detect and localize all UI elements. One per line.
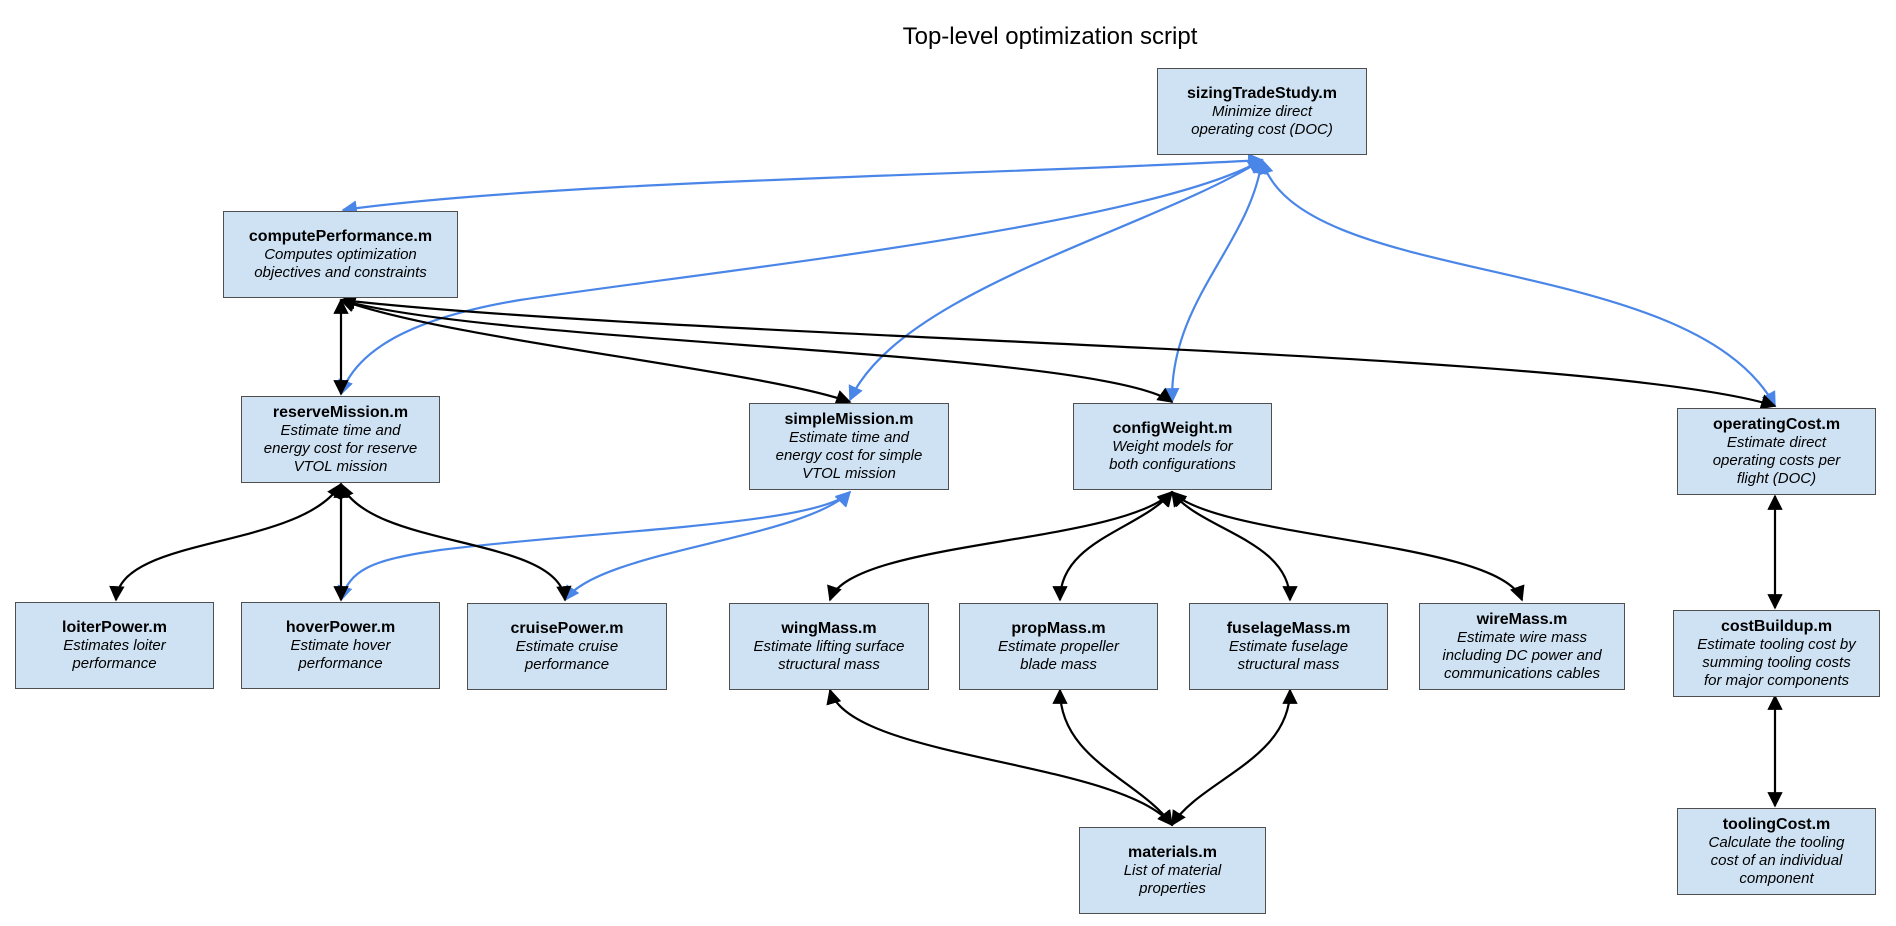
edge-sizing-simplemission bbox=[848, 159, 1264, 402]
node-propmass-desc-1: Estimate propeller bbox=[998, 637, 1119, 655]
node-fuselagemass: fuselageMass.m Estimate fuselage structu… bbox=[1189, 603, 1388, 690]
node-toolingcost-desc-1: Calculate the tooling bbox=[1708, 833, 1845, 851]
node-wiremass-desc-1: Estimate wire mass bbox=[1456, 628, 1588, 646]
node-simplemission-desc-3: VTOL mission bbox=[802, 464, 896, 482]
node-hoverpower-name: hoverPower.m bbox=[285, 618, 396, 636]
node-operatingcost-desc-1: Estimate direct bbox=[1726, 433, 1827, 451]
node-cruisepower-name: cruisePower.m bbox=[510, 619, 624, 637]
node-loiterpower: loiterPower.m Estimates loiter performan… bbox=[15, 602, 214, 689]
node-cruisepower-desc-2: performance bbox=[524, 655, 610, 673]
node-cruisepower-desc-1: Estimate cruise bbox=[515, 637, 619, 655]
node-fuselagemass-name: fuselageMass.m bbox=[1226, 619, 1351, 637]
edge-sizing-configweight bbox=[1164, 158, 1268, 404]
node-configweight-name: configWeight.m bbox=[1112, 419, 1233, 437]
edge-sizing-computeperformance bbox=[341, 153, 1264, 216]
node-wiremass-name: wireMass.m bbox=[1476, 610, 1568, 628]
node-toolingcost: toolingCost.m Calculate the tooling cost… bbox=[1677, 808, 1876, 895]
node-loiterpower-name: loiterPower.m bbox=[62, 618, 167, 636]
node-costbuildup: costBuildup.m Estimate tooling cost by s… bbox=[1673, 610, 1880, 697]
node-propmass: propMass.m Estimate propeller blade mass bbox=[959, 603, 1158, 690]
node-sizingtradestudy-desc-1: Minimize direct bbox=[1211, 102, 1313, 120]
node-sizingtradestudy-desc-2: operating cost (DOC) bbox=[1191, 120, 1333, 138]
node-hoverpower: hoverPower.m Estimate hover performance bbox=[241, 602, 440, 689]
node-reservemission-name: reserveMission.m bbox=[272, 403, 409, 421]
node-toolingcost-name: toolingCost.m bbox=[1722, 815, 1831, 833]
node-materials-desc-1: List of material bbox=[1123, 861, 1222, 879]
edge-sizing-operatingcost bbox=[1258, 158, 1776, 408]
node-simplemission-desc-2: energy cost for simple bbox=[775, 446, 923, 464]
node-sizingtradestudy: sizingTradeStudy.m Minimize direct opera… bbox=[1157, 68, 1367, 155]
node-fuselagemass-desc-2: structural mass bbox=[1237, 655, 1340, 673]
edge-materials-fuselagemass bbox=[1171, 688, 1298, 827]
node-wiremass: wireMass.m Estimate wire mass including … bbox=[1419, 603, 1625, 690]
node-loiterpower-desc-2: performance bbox=[72, 654, 157, 672]
node-fuselagemass-desc-1: Estimate fuselage bbox=[1228, 637, 1349, 655]
node-reservemission-desc-1: Estimate time and bbox=[280, 421, 401, 439]
edge-computeperformance-operatingcost bbox=[339, 293, 1777, 410]
node-materials-desc-2: properties bbox=[1139, 879, 1206, 897]
node-wingmass-desc-1: Estimate lifting surface bbox=[753, 637, 905, 655]
node-wingmass: wingMass.m Estimate lifting surface stru… bbox=[729, 603, 929, 690]
node-configweight: configWeight.m Weight models for both co… bbox=[1073, 403, 1272, 490]
edge-reservemission-loiterpower bbox=[109, 482, 342, 602]
node-costbuildup-name: costBuildup.m bbox=[1720, 617, 1833, 635]
diagram-title: Top-level optimization script bbox=[902, 23, 1198, 50]
node-toolingcost-desc-3: component bbox=[1739, 869, 1814, 887]
node-materials: materials.m List of material properties bbox=[1079, 827, 1266, 914]
node-reservemission-desc-2: energy cost for reserve bbox=[263, 439, 418, 457]
node-wingmass-desc-2: structural mass bbox=[778, 655, 880, 673]
node-configweight-desc-1: Weight models for bbox=[1112, 437, 1233, 455]
node-simplemission-desc-1: Estimate time and bbox=[788, 428, 910, 446]
node-operatingcost: operatingCost.m Estimate direct operatin… bbox=[1677, 408, 1876, 495]
node-operatingcost-desc-3: flight (DOC) bbox=[1736, 469, 1817, 487]
node-configweight-desc-2: both configurations bbox=[1109, 455, 1236, 473]
node-sizingtradestudy-name: sizingTradeStudy.m bbox=[1187, 84, 1337, 102]
node-computeperformance-desc-2: objectives and constraints bbox=[254, 263, 427, 281]
node-hoverpower-desc-1: Estimate hover bbox=[290, 636, 391, 654]
node-materials-name: materials.m bbox=[1128, 843, 1217, 861]
node-toolingcost-desc-2: cost of an individual bbox=[1710, 851, 1843, 869]
node-propmass-desc-2: blade mass bbox=[1020, 655, 1097, 673]
edge-computeperformance-configweight bbox=[339, 296, 1174, 403]
node-computeperformance-name: computePerformance.m bbox=[248, 227, 433, 245]
node-operatingcost-name: operatingCost.m bbox=[1712, 415, 1841, 433]
node-costbuildup-desc-2: summing tooling costs bbox=[1702, 653, 1851, 671]
node-reservemission: reserveMission.m Estimate time and energ… bbox=[241, 396, 440, 483]
edge-configweight-propmass bbox=[1052, 490, 1173, 602]
node-loiterpower-desc-1: Estimates loiter bbox=[63, 636, 166, 654]
node-cruisepower: cruisePower.m Estimate cruise performanc… bbox=[467, 603, 667, 690]
node-simplemission-name: simpleMission.m bbox=[784, 410, 914, 428]
edge-materials-propmass bbox=[1052, 688, 1173, 827]
node-costbuildup-desc-3: for major components bbox=[1703, 671, 1850, 689]
edge-reservemission-cruisepower bbox=[339, 482, 572, 602]
node-wingmass-name: wingMass.m bbox=[781, 619, 877, 637]
node-costbuildup-desc-1: Estimate tooling cost by bbox=[1697, 635, 1856, 653]
edge-configweight-wiremass bbox=[1170, 490, 1525, 602]
node-wiremass-desc-3: communications cables bbox=[1444, 664, 1600, 682]
node-wiremass-desc-2: including DC power and bbox=[1442, 646, 1602, 664]
node-computeperformance-desc-1: Computes optimization bbox=[264, 245, 417, 263]
edge-configweight-fuselagemass bbox=[1171, 490, 1298, 602]
node-computeperformance: computePerformance.m Computes optimizati… bbox=[223, 211, 458, 298]
edge-materials-wingmass bbox=[826, 688, 1173, 827]
node-simplemission: simpleMission.m Estimate time and energy… bbox=[749, 403, 949, 490]
edge-configweight-wingmass bbox=[827, 490, 1174, 602]
node-propmass-name: propMass.m bbox=[1011, 619, 1106, 637]
edge-simplemission-hoverpower bbox=[337, 490, 852, 602]
node-reservemission-desc-3: VTOL mission bbox=[293, 457, 388, 475]
edge-simplemission-cruisepower bbox=[564, 490, 852, 602]
node-operatingcost-desc-2: operating costs per bbox=[1712, 451, 1841, 469]
node-hoverpower-desc-2: performance bbox=[298, 654, 383, 672]
